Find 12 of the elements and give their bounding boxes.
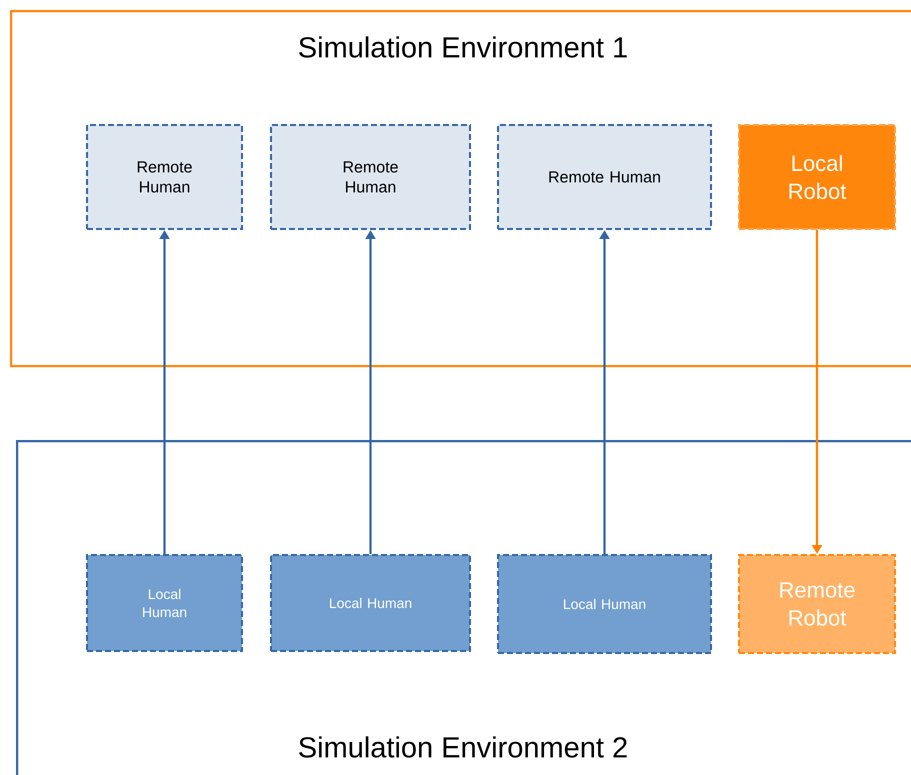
environment-panel <box>16 440 911 775</box>
role-box: Remote Robot <box>738 554 896 654</box>
panel-title: Simulation Environment 2 <box>299 736 627 758</box>
role-box: Local Human <box>497 554 712 654</box>
role-box: Remote Human <box>497 124 712 230</box>
role-box: Local Human <box>270 554 471 652</box>
role-box: Local Robot <box>738 124 896 230</box>
role-box: Remote Human <box>86 124 243 230</box>
environment-panel <box>10 10 911 368</box>
panel-title: Simulation Environment 1 <box>299 36 627 58</box>
role-box: Remote Human <box>270 124 471 230</box>
role-box: Local Human <box>86 554 243 652</box>
